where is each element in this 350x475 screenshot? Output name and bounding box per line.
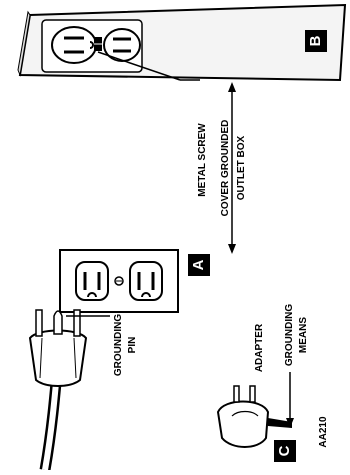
cover-grounded-label-line1: COVER GROUNDED: [220, 120, 231, 217]
outlet-box-b: [17, 3, 347, 82]
badge-c: C: [274, 440, 296, 462]
badge-c-label: C: [276, 445, 293, 456]
grounding-pin-label-line1: GROUNDING: [113, 314, 124, 376]
adapter-label: ADAPTER: [254, 323, 265, 372]
adapter-icon: [216, 385, 292, 448]
figure-code: AA210: [318, 416, 329, 448]
grounding-means-arrow: [286, 372, 294, 428]
grounding-means-label-line1: GROUNDING: [284, 304, 295, 366]
grounding-means-label-line2: MEANS: [298, 317, 309, 353]
metal-screw-leader: [97, 51, 200, 81]
grounding-pin-label-line2: PIN: [127, 337, 138, 354]
badge-b: B: [305, 30, 327, 52]
outlet-plate-a: [59, 249, 179, 313]
badge-b-label: B: [307, 35, 324, 46]
badge-a: A: [188, 254, 210, 276]
cover-grounded-arrow: [228, 82, 236, 254]
grounding-plug-icon: [28, 309, 88, 471]
metal-screw-icon: [94, 37, 102, 51]
metal-screw-label: METAL SCREW: [197, 123, 208, 197]
cover-plate: [41, 19, 143, 73]
cover-grounded-label-line2: OUTLET BOX: [236, 135, 247, 200]
badge-a-label: A: [190, 259, 207, 270]
